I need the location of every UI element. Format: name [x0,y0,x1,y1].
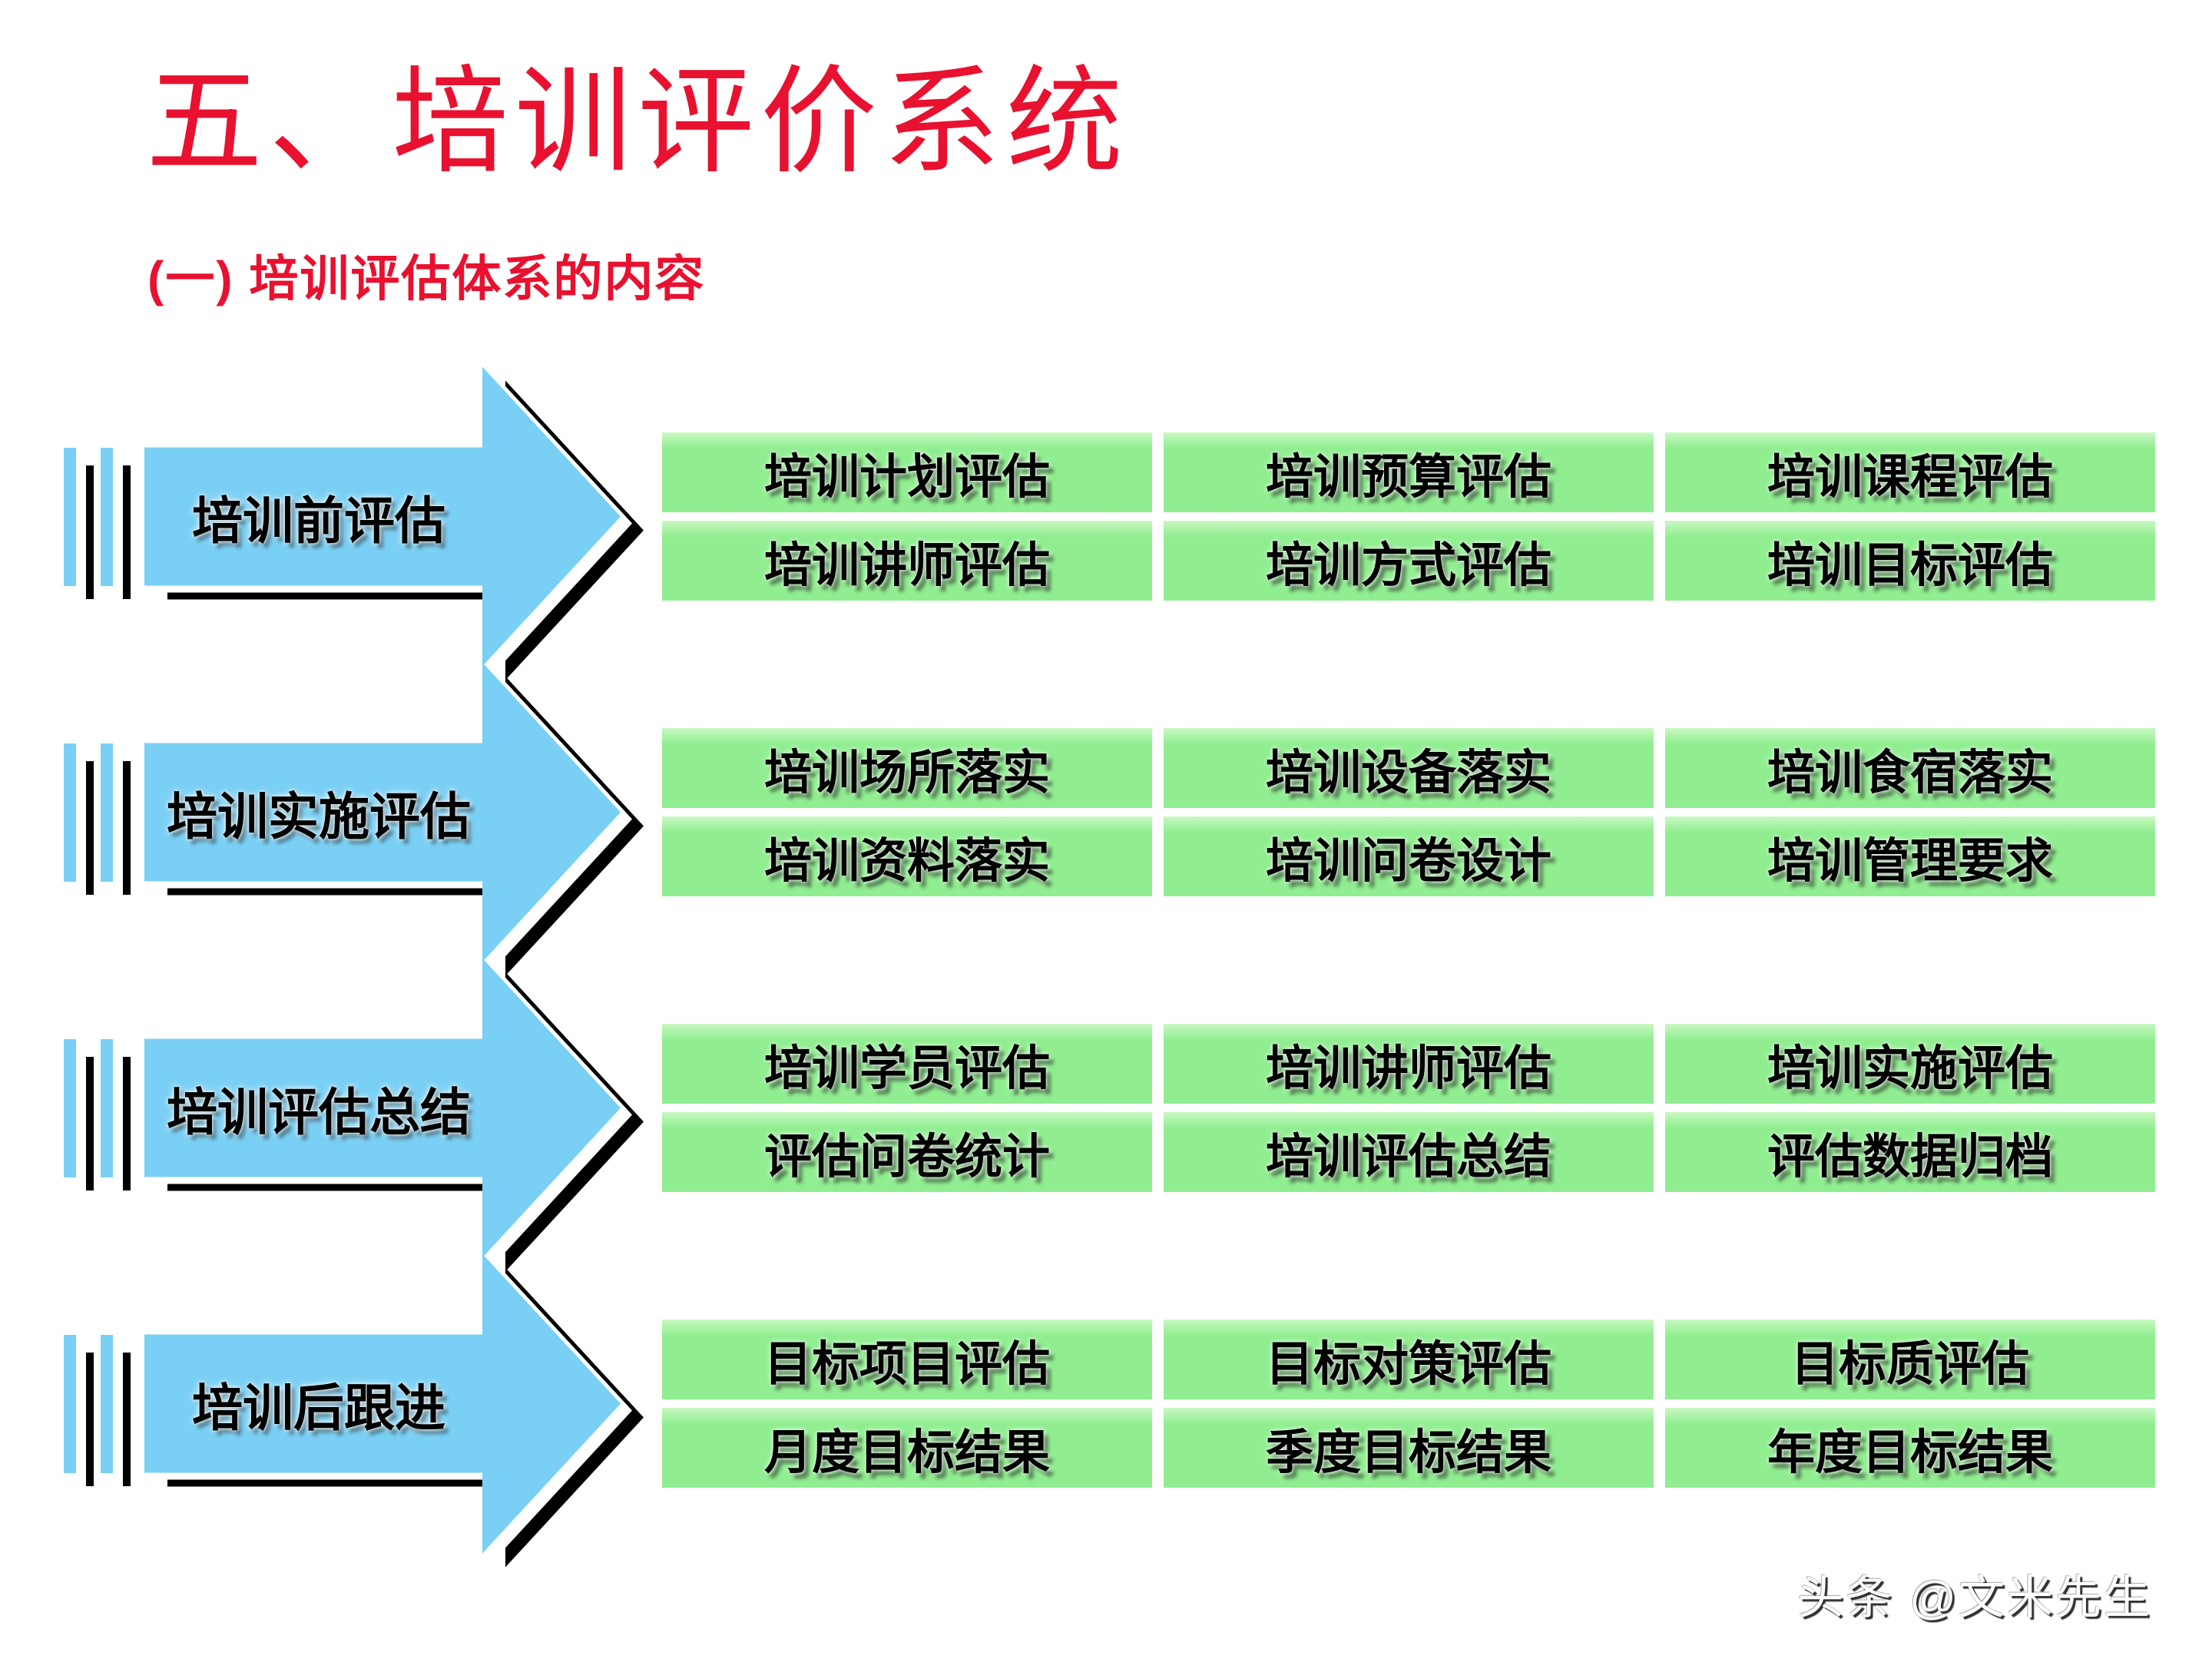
item-box: 培训管理要求 [1665,816,2155,896]
item-grid: 培训场所落实 培训设备落实 培训食宿落实 培训资料落实 培训问卷设计 培训管理要… [662,728,2155,896]
item-box: 月度目标结果 [662,1408,1152,1488]
item-box: 目标对策评估 [1164,1320,1654,1399]
flow-row-pre-training: 培训前评估 培训计划评估 培训预算评估 培训课程评估 培训讲师评估 培训方式评估… [0,366,2212,680]
item-grid: 目标项目评估 目标对策评估 目标质评估 月度目标结果 季度目标结果 年度目标结果 [662,1320,2155,1488]
item-box: 培训目标评估 [1665,521,2155,601]
item-box: 目标项目评估 [662,1320,1152,1399]
right-arrow-shape: 培训前评估 [144,366,644,680]
arrow-label: 培训实施评估 [167,787,471,845]
page-title: 五、培训评价系统 [146,58,1129,187]
item-box: 培训讲师评估 [662,521,1152,601]
section-subtitle: (一) 培训评估体系的内容 [147,251,706,306]
flow-arrow: 培训实施评估 [64,662,644,976]
item-grid: 培训学员评估 培训讲师评估 培训实施评估 评估问卷统计 培训评估总结 评估数据归… [662,1024,2155,1192]
item-box: 培训场所落实 [662,728,1152,808]
arrow-stripe [64,1334,76,1473]
item-box: 培训设备落实 [1164,728,1654,808]
arrow-stripe [101,743,113,882]
right-arrow-shape: 培训实施评估 [144,662,644,976]
item-box: 培训计划评估 [662,432,1152,512]
item-box: 培训讲师评估 [1164,1024,1654,1104]
arrow-stripe [101,447,113,586]
watermark: 头条 @文米先生 [1797,1572,2152,1624]
arrow-label: 培训前评估 [192,492,445,549]
arrow-stripe [101,1334,113,1473]
item-box: 评估问卷统计 [662,1112,1152,1192]
item-box: 培训资料落实 [662,816,1152,896]
item-box: 培训学员评估 [662,1024,1152,1104]
item-box: 季度目标结果 [1164,1408,1654,1488]
flow-arrow: 培训后跟进 [64,1253,644,1568]
item-box: 培训实施评估 [1665,1024,2155,1104]
item-box: 年度目标结果 [1665,1408,2155,1488]
arrow-label: 培训评估总结 [167,1083,471,1141]
item-box: 培训课程评估 [1665,432,2155,512]
arrow-stripe [64,743,76,882]
item-box: 培训预算评估 [1164,432,1654,512]
flow-row-follow-up: 培训后跟进 目标项目评估 目标对策评估 目标质评估 月度目标结果 季度目标结果 … [0,1253,2212,1568]
item-box: 培训方式评估 [1164,521,1654,601]
item-box: 评估数据归档 [1665,1112,2155,1192]
right-arrow-shape: 培训后跟进 [144,1253,644,1568]
flow-arrow: 培训评估总结 [64,958,644,1272]
arrow-label: 培训后跟进 [192,1379,445,1436]
flow-row-summary: 培训评估总结 培训学员评估 培训讲师评估 培训实施评估 评估问卷统计 培训评估总… [0,958,2212,1272]
item-box: 培训问卷设计 [1164,816,1654,896]
item-grid: 培训计划评估 培训预算评估 培训课程评估 培训讲师评估 培训方式评估 培训目标评… [662,432,2155,601]
arrow-stripe [64,1038,76,1177]
arrow-stripe [64,447,76,586]
flow-arrow: 培训前评估 [64,366,644,680]
right-arrow-shape: 培训评估总结 [144,958,644,1272]
item-box: 培训食宿落实 [1665,728,2155,808]
arrow-stripe [101,1038,113,1177]
flow-row-implementation: 培训实施评估 培训场所落实 培训设备落实 培训食宿落实 培训资料落实 培训问卷设… [0,662,2212,976]
item-box: 目标质评估 [1665,1320,2155,1399]
item-box: 培训评估总结 [1164,1112,1654,1192]
